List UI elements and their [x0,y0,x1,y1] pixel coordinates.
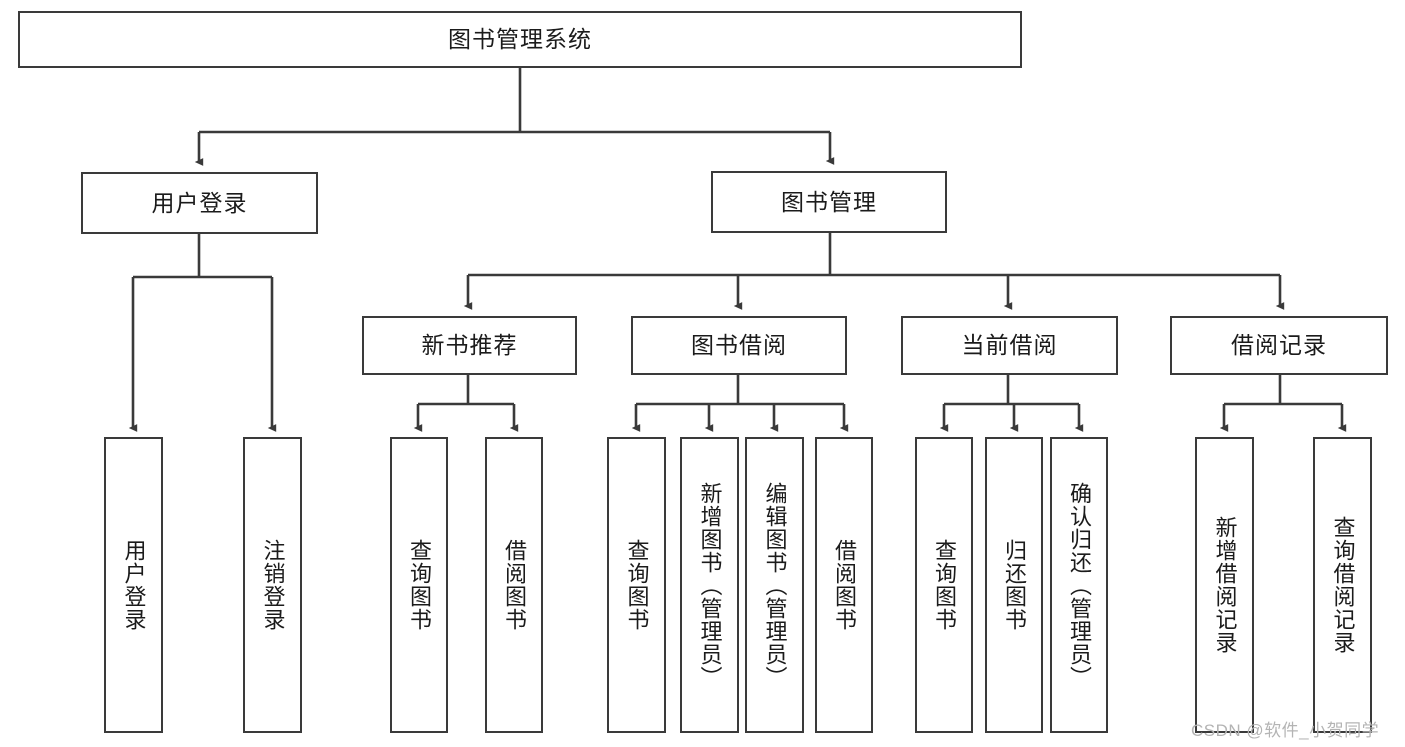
node-leaf-confirm-return-admin[interactable]: 确认归还（管理员） [1050,437,1108,733]
node-book-management[interactable]: 图书管理 [711,171,947,233]
node-new-book-recommend-label: 新书推荐 [421,332,518,359]
node-root-label: 图书管理系统 [448,26,592,53]
node-leaf-query-borrow-record-label: 查询借阅记录 [1330,516,1356,654]
node-leaf-return-book-label: 归还图书 [1001,539,1027,631]
node-leaf-query-borrow-record[interactable]: 查询借阅记录 [1313,437,1372,733]
node-borrow-record-label: 借阅记录 [1231,332,1327,359]
node-leaf-confirm-return-admin-label: 确认归还（管理员） [1066,481,1092,689]
node-leaf-borrow-book-rec[interactable]: 借阅图书 [485,437,543,733]
node-leaf-user-login-label: 用户登录 [121,539,147,631]
node-leaf-borrow-book[interactable]: 借阅图书 [815,437,873,733]
node-leaf-edit-book-admin-label: 编辑图书（管理员） [762,481,788,689]
node-leaf-logout[interactable]: 注销登录 [243,437,302,733]
node-leaf-logout-label: 注销登录 [260,539,286,631]
node-current-borrow[interactable]: 当前借阅 [901,316,1118,375]
node-leaf-add-book-admin-label: 新增图书（管理员） [697,481,723,689]
node-leaf-query-book-current[interactable]: 查询图书 [915,437,973,733]
node-leaf-edit-book-admin[interactable]: 编辑图书（管理员） [745,437,804,733]
node-leaf-query-book-rec[interactable]: 查询图书 [390,437,448,733]
node-book-borrow-label: 图书借阅 [691,332,787,359]
node-user-login[interactable]: 用户登录 [81,172,318,234]
node-leaf-query-book-borrow[interactable]: 查询图书 [607,437,666,733]
node-leaf-add-book-admin[interactable]: 新增图书（管理员） [680,437,739,733]
node-leaf-user-login[interactable]: 用户登录 [104,437,163,733]
node-book-borrow[interactable]: 图书借阅 [631,316,847,375]
node-user-login-label: 用户登录 [151,189,248,216]
node-leaf-query-book-current-label: 查询图书 [931,539,957,631]
node-leaf-add-borrow-record-label: 新增借阅记录 [1212,516,1238,654]
node-root[interactable]: 图书管理系统 [18,11,1022,68]
node-borrow-record[interactable]: 借阅记录 [1170,316,1388,375]
node-leaf-borrow-book-rec-label: 借阅图书 [501,539,527,631]
node-book-management-label: 图书管理 [781,188,877,215]
node-leaf-query-book-rec-label: 查询图书 [406,539,432,631]
node-leaf-return-book[interactable]: 归还图书 [985,437,1043,733]
node-new-book-recommend[interactable]: 新书推荐 [362,316,577,375]
csdn-watermark: CSDN @软件_小贺同学 [1191,721,1380,740]
node-leaf-query-book-borrow-label: 查询图书 [624,539,650,631]
node-leaf-borrow-book-label: 借阅图书 [831,539,857,631]
node-leaf-add-borrow-record[interactable]: 新增借阅记录 [1195,437,1254,733]
node-current-borrow-label: 当前借阅 [961,332,1058,359]
